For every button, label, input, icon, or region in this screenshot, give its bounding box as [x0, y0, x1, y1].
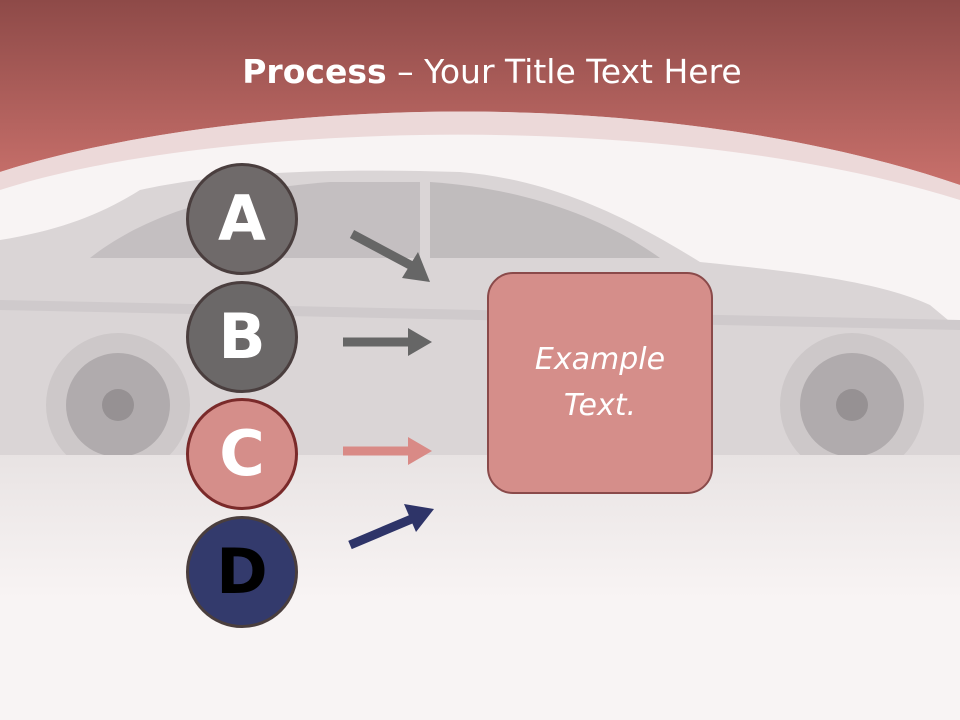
step-letter-b: B [218, 300, 266, 373]
step-circle-d: D [186, 516, 298, 628]
title-rest: – Your Title Text Here [386, 52, 742, 91]
example-text-box: Example Text. [487, 272, 713, 494]
step-letter-a: A [218, 182, 266, 255]
arrow-c [343, 437, 432, 465]
step-circle-c: C [186, 398, 298, 510]
example-text-line2: Text. [563, 388, 637, 423]
arrow-a [349, 230, 430, 282]
step-letter-c: C [219, 417, 265, 490]
step-circle-b: B [186, 281, 298, 393]
arrow-b [343, 328, 432, 356]
step-letter-d: D [216, 535, 268, 608]
example-text: Example Text. [510, 337, 690, 429]
arrow-d [348, 504, 434, 550]
example-text-line1: Example [534, 342, 666, 377]
slide-title: Process – Your Title Text Here [0, 52, 960, 91]
step-circle-a: A [186, 163, 298, 275]
title-bold: Process [242, 52, 387, 91]
